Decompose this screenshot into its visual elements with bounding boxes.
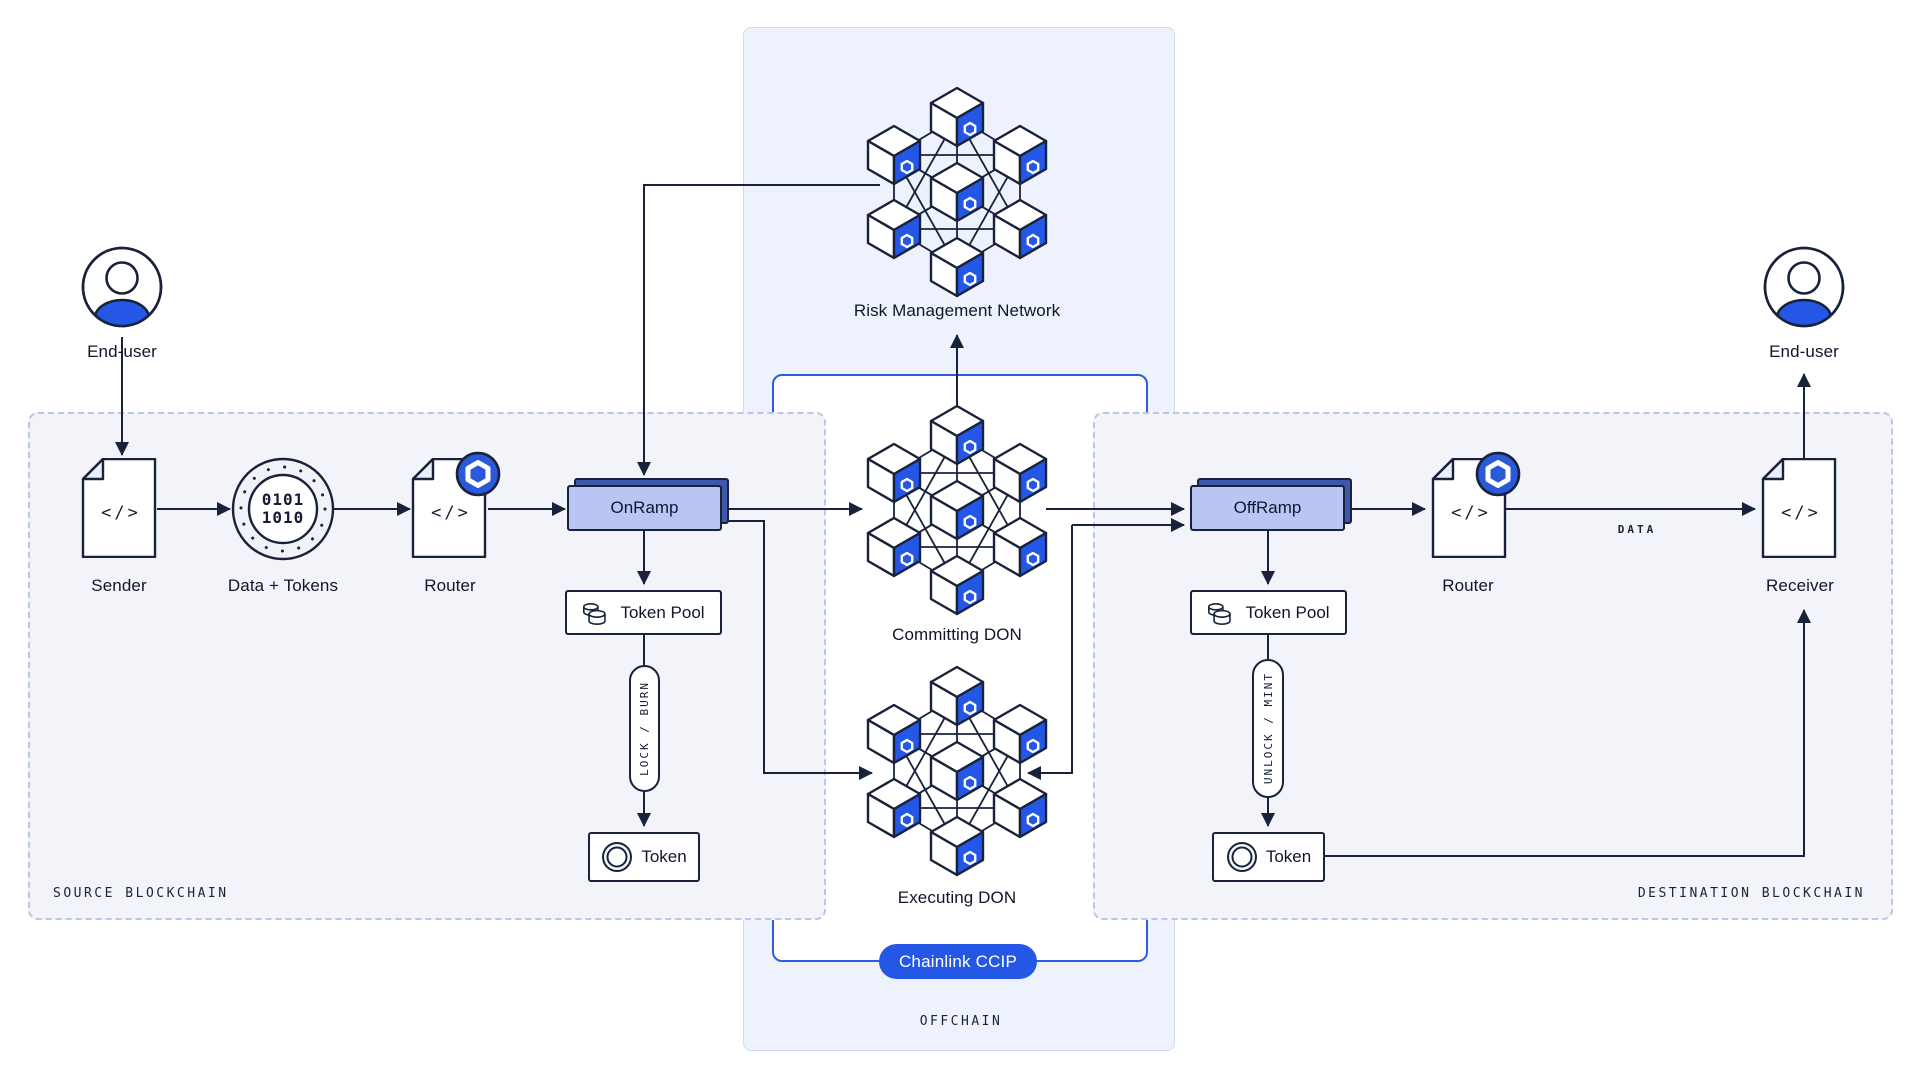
- chainlink-ccip-badge: Chainlink CCIP: [879, 944, 1037, 979]
- router-document-icon: </>: [411, 458, 487, 558]
- committing-don-label: Committing DON: [892, 625, 1022, 644]
- data-edge-label: DATA: [1617, 523, 1657, 536]
- chainlink-badge-icon: [1474, 450, 1522, 498]
- rmn-label: Risk Management Network: [853, 301, 1061, 320]
- lock-burn-pill: LOCK / BURN: [629, 665, 660, 792]
- token-label: Token: [641, 847, 687, 866]
- router-label: Router: [1442, 576, 1494, 595]
- chainlink-ccip-label: Chainlink CCIP: [898, 951, 1018, 971]
- end-user-avatar-icon: [79, 244, 165, 330]
- coins-icon: [583, 602, 607, 625]
- receiver-label: Receiver: [1766, 576, 1834, 595]
- executing-don-network-icon: [852, 661, 1062, 881]
- committing-don-network-icon: [852, 400, 1062, 620]
- executing-don-label: Executing DON: [897, 888, 1017, 907]
- end-user-label: End-user: [87, 342, 157, 361]
- svg-text:</>: </>: [1781, 503, 1821, 523]
- router-label: Router: [424, 576, 476, 595]
- onramp-label: OnRamp: [610, 498, 679, 517]
- token-pool-label: Token Pool: [1245, 602, 1330, 622]
- svg-text:</>: </>: [1451, 503, 1491, 523]
- data-tokens-ring-icon: [231, 457, 335, 561]
- unlock-mint-label: UNLOCK / MINT: [1261, 672, 1275, 785]
- svg-text:</>: </>: [431, 503, 471, 523]
- token-pool-box: Token Pool: [1190, 590, 1347, 635]
- onramp-box: OnRamp: [567, 485, 722, 531]
- token-box: Token: [588, 832, 700, 882]
- end-user-label: End-user: [1769, 342, 1839, 361]
- token-pool-box: Token Pool: [565, 590, 722, 635]
- offramp-label: OffRamp: [1233, 498, 1302, 517]
- token-pool-label: Token Pool: [620, 602, 705, 622]
- receiver-document-icon: </>: [1761, 458, 1837, 558]
- risk-management-network-icon: [852, 82, 1062, 302]
- router-document-icon: </>: [1431, 458, 1507, 558]
- coins-icon: [1208, 602, 1232, 625]
- lock-burn-label: LOCK / BURN: [638, 681, 651, 776]
- token-coin-icon: [602, 842, 633, 872]
- offramp-box: OffRamp: [1190, 485, 1345, 531]
- token-label: Token: [1265, 847, 1312, 866]
- unlock-mint-pill: UNLOCK / MINT: [1252, 659, 1284, 798]
- data-tokens-label: Data + Tokens: [227, 576, 339, 595]
- sender-document-icon: </>: [81, 458, 157, 558]
- chainlink-badge-icon: [454, 450, 502, 498]
- destination-blockchain-label: DESTINATION BLOCKCHAIN: [1637, 886, 1865, 901]
- svg-text:</>: </>: [101, 503, 141, 523]
- offchain-label: OFFCHAIN: [919, 1014, 1003, 1029]
- sender-label: Sender: [91, 576, 147, 595]
- token-coin-icon: [1226, 842, 1257, 872]
- token-box: Token: [1212, 832, 1325, 882]
- end-user-avatar-icon: [1761, 244, 1847, 330]
- source-blockchain-label: SOURCE BLOCKCHAIN: [53, 886, 229, 901]
